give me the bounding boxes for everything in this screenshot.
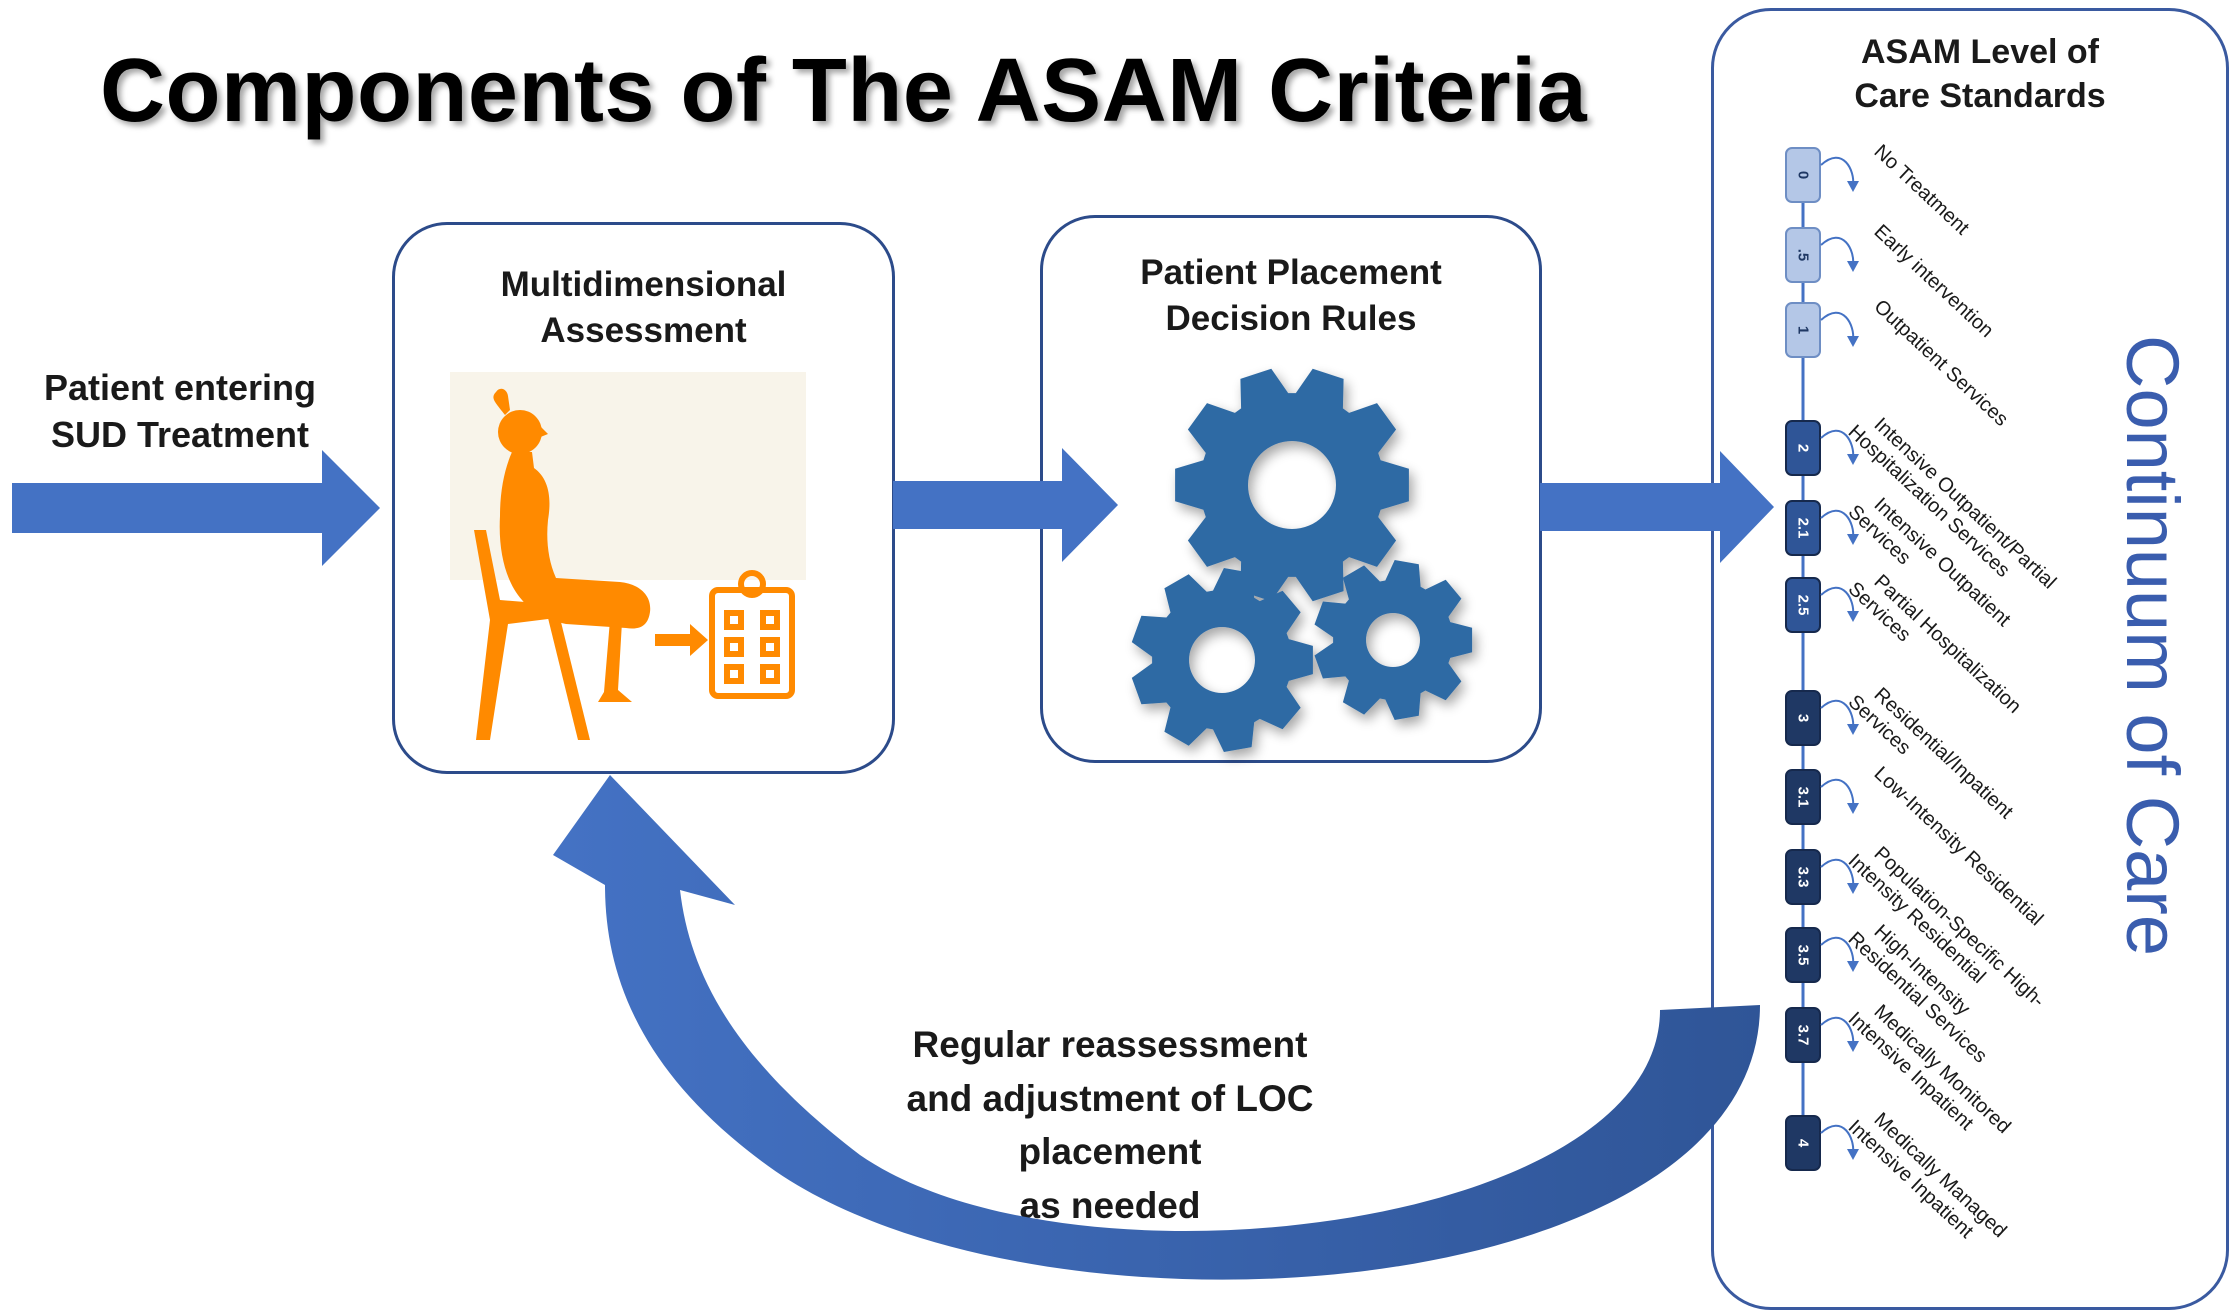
decision-title-line2: Decision Rules xyxy=(1165,298,1417,338)
loc-panel-title: ASAM Level of Care Standards xyxy=(1800,30,2160,118)
entry-arrow xyxy=(12,450,380,566)
entry-label: Patient entering SUD Treatment xyxy=(10,365,350,459)
loc-panel-title-line1: ASAM Level of xyxy=(1860,33,2100,71)
decision-title-line1: Patient Placement xyxy=(1140,253,1442,292)
assessment-title-line1: Multidimensional xyxy=(500,265,787,304)
loc-panel xyxy=(1711,8,2229,1310)
loc-panel-title-line2: Care Standards xyxy=(1854,77,2106,116)
assessment-title: Multidimensional Assessment xyxy=(392,262,895,353)
page-title: Components of The ASAM Criteria xyxy=(100,41,1588,141)
entry-label-line1: Patient entering xyxy=(43,367,317,408)
feedback-label-line2: and adjustment of LOC placement xyxy=(906,1077,1314,1173)
feedback-label-line3: as needed xyxy=(1019,1184,1201,1226)
decision-title: Patient Placement Decision Rules xyxy=(1040,250,1542,341)
continuum-of-care-label: Continuum of Care xyxy=(2111,335,2194,957)
assessment-title-line2: Assessment xyxy=(540,310,747,350)
feedback-label-line1: Regular reassessment xyxy=(912,1024,1308,1065)
entry-label-line2: SUD Treatment xyxy=(50,413,310,455)
feedback-label: Regular reassessment and adjustment of L… xyxy=(840,1018,1380,1233)
